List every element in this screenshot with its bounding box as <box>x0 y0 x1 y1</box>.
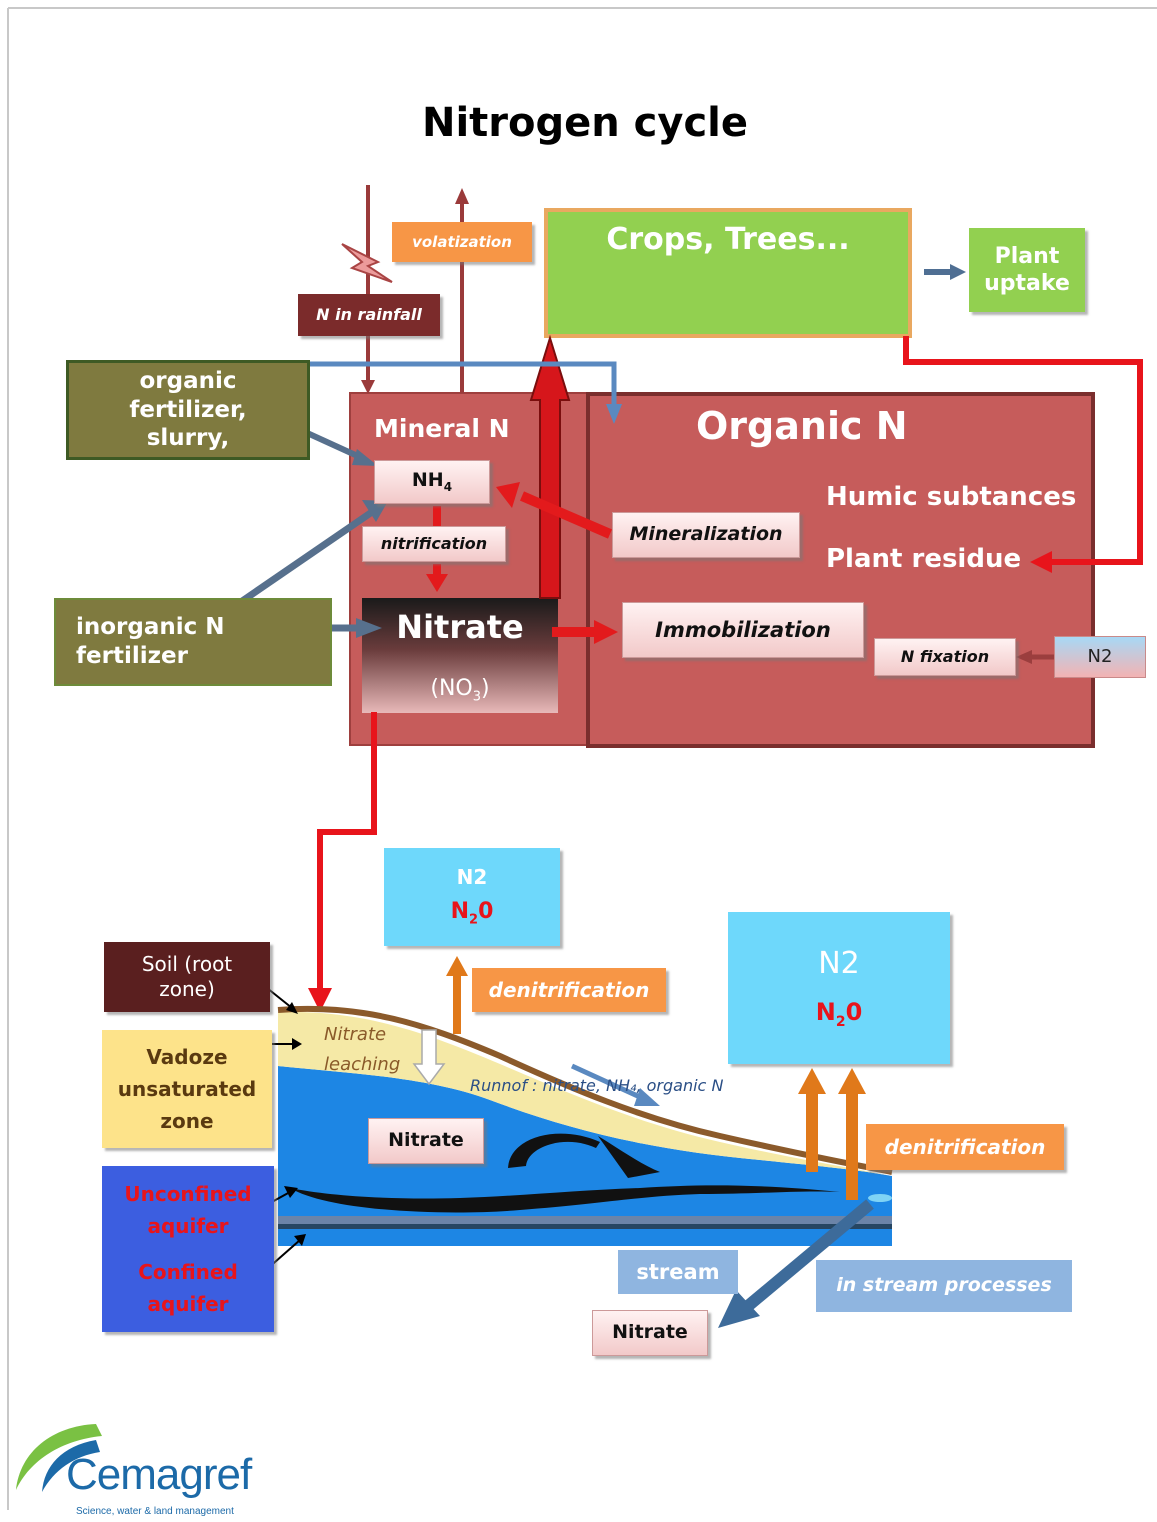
residue-return-line <box>903 336 1143 565</box>
nh4-subscript: 4 <box>443 479 453 494</box>
gas-box-2: N2 N20 <box>728 912 950 1064</box>
soil-zone-label: Soil (root zone) <box>104 942 270 1012</box>
volatization-label: volatization <box>392 222 532 262</box>
in-stream-processes-label: in stream processes <box>816 1260 1072 1312</box>
n-fixation-box: N fixation <box>874 638 1016 676</box>
leaching-label-2: leaching <box>324 1054 401 1075</box>
leaching-line <box>317 712 377 990</box>
vadoze-zone-label: Vadoze unsaturated zone <box>102 1030 272 1148</box>
runoff-arrow <box>634 1088 660 1106</box>
cemagref-logo-text: Cemagref <box>66 1450 252 1499</box>
leaching-label-1: Nitrate <box>324 1024 387 1045</box>
runoff-label: Runnof : nitrate, NH₄, organic N <box>470 1076 724 1095</box>
unconfined-pointer-arrow <box>284 1186 298 1198</box>
soil-band <box>277 1005 893 1175</box>
gas-box-1: N2 N20 <box>384 848 560 946</box>
circulation-arrow-icon <box>598 1136 660 1178</box>
no3-label: (NO3) <box>430 676 490 705</box>
gas-box-2-n2: N2 <box>818 946 860 982</box>
denitrification-up-arrow-3 <box>838 1068 866 1094</box>
nitrate-aquifer-box: Nitrate <box>368 1118 484 1164</box>
inorganic-to-nh4-arrow <box>230 509 374 611</box>
cemagref-tagline: Science, water & land management <box>76 1506 234 1517</box>
fixation-arrow <box>1016 650 1032 664</box>
mineralization-arrow <box>496 482 520 508</box>
denitrification-label-2: denitrification <box>866 1124 1064 1170</box>
uptake-big-arrow <box>529 334 571 599</box>
n2-fixation-source-box: N2 <box>1054 636 1146 678</box>
gas-box-1-n2o: N20 <box>450 899 494 928</box>
nitrate-label: Nitrate <box>396 608 524 646</box>
gas-box-1-n2: N2 <box>456 865 488 890</box>
plant-uptake-box: Plant uptake <box>969 228 1085 312</box>
organic-to-nh4-arrow <box>352 449 378 466</box>
nitrification-label: nitrification <box>362 526 506 562</box>
plant-uptake-arrow <box>950 264 966 280</box>
plant-residue-label: Plant residue <box>826 544 1022 574</box>
denitrification-up-arrow-2 <box>798 1068 826 1094</box>
inorganic-to-nitrate-arrow <box>356 618 382 638</box>
confined-pointer-arrow <box>294 1234 306 1246</box>
lightning-icon <box>341 243 393 283</box>
rainfall-label: N in rainfall <box>298 294 440 336</box>
groundwater-flow-shape <box>290 1185 840 1213</box>
nh4-box: NH4 <box>374 460 490 504</box>
page-title: Nitrogen cycle <box>421 100 748 146</box>
nh4-label: NH <box>411 469 444 492</box>
vadoze-pointer-arrow <box>292 1038 302 1050</box>
inorganic-line-2: fertilizer <box>76 643 188 669</box>
mineralization-box: Mineralization <box>612 512 800 558</box>
organic-fertilizer-box: organic fertilizer, slurry, <box>66 360 310 460</box>
organic-fert-line <box>310 361 617 406</box>
organic-n-title: Organic N <box>696 404 908 448</box>
nitrification-arrow <box>426 574 448 592</box>
cemagref-logo-icon <box>16 1424 102 1490</box>
aquifer-labels-box: Unconfined aquifer Confined aquifer <box>102 1166 274 1332</box>
mineral-n-title: Mineral N <box>374 414 510 443</box>
nitrate-outflow-box: Nitrate <box>592 1310 708 1356</box>
immobilization-arrow <box>594 620 618 644</box>
denitrification-up-arrow-1 <box>446 956 468 976</box>
nitrate-block <box>362 598 558 713</box>
crops-label: Crops, Trees... <box>606 222 850 257</box>
gas-box-2-n2o: N20 <box>815 997 863 1030</box>
stream-label: stream <box>618 1250 738 1294</box>
inorganic-line-1: inorganic N <box>76 614 225 641</box>
leaching-down-arrow <box>412 1029 446 1086</box>
denitrification-label-1: denitrification <box>472 968 666 1012</box>
confined-aquifer-label: Confined aquifer <box>138 1260 238 1316</box>
crops-box <box>544 208 912 338</box>
immobilization-box: Immobilization <box>622 602 864 658</box>
unconfined-aquifer-label: Unconfined aquifer <box>124 1182 252 1238</box>
humic-substances-label: Humic subtances <box>826 482 1077 512</box>
organic-n-box <box>586 392 1095 748</box>
soil-pointer-arrow <box>286 1002 298 1014</box>
inorganic-fertilizer-box: inorganic N fertilizer <box>54 598 332 686</box>
stream-outflow-arrow <box>718 1290 760 1328</box>
